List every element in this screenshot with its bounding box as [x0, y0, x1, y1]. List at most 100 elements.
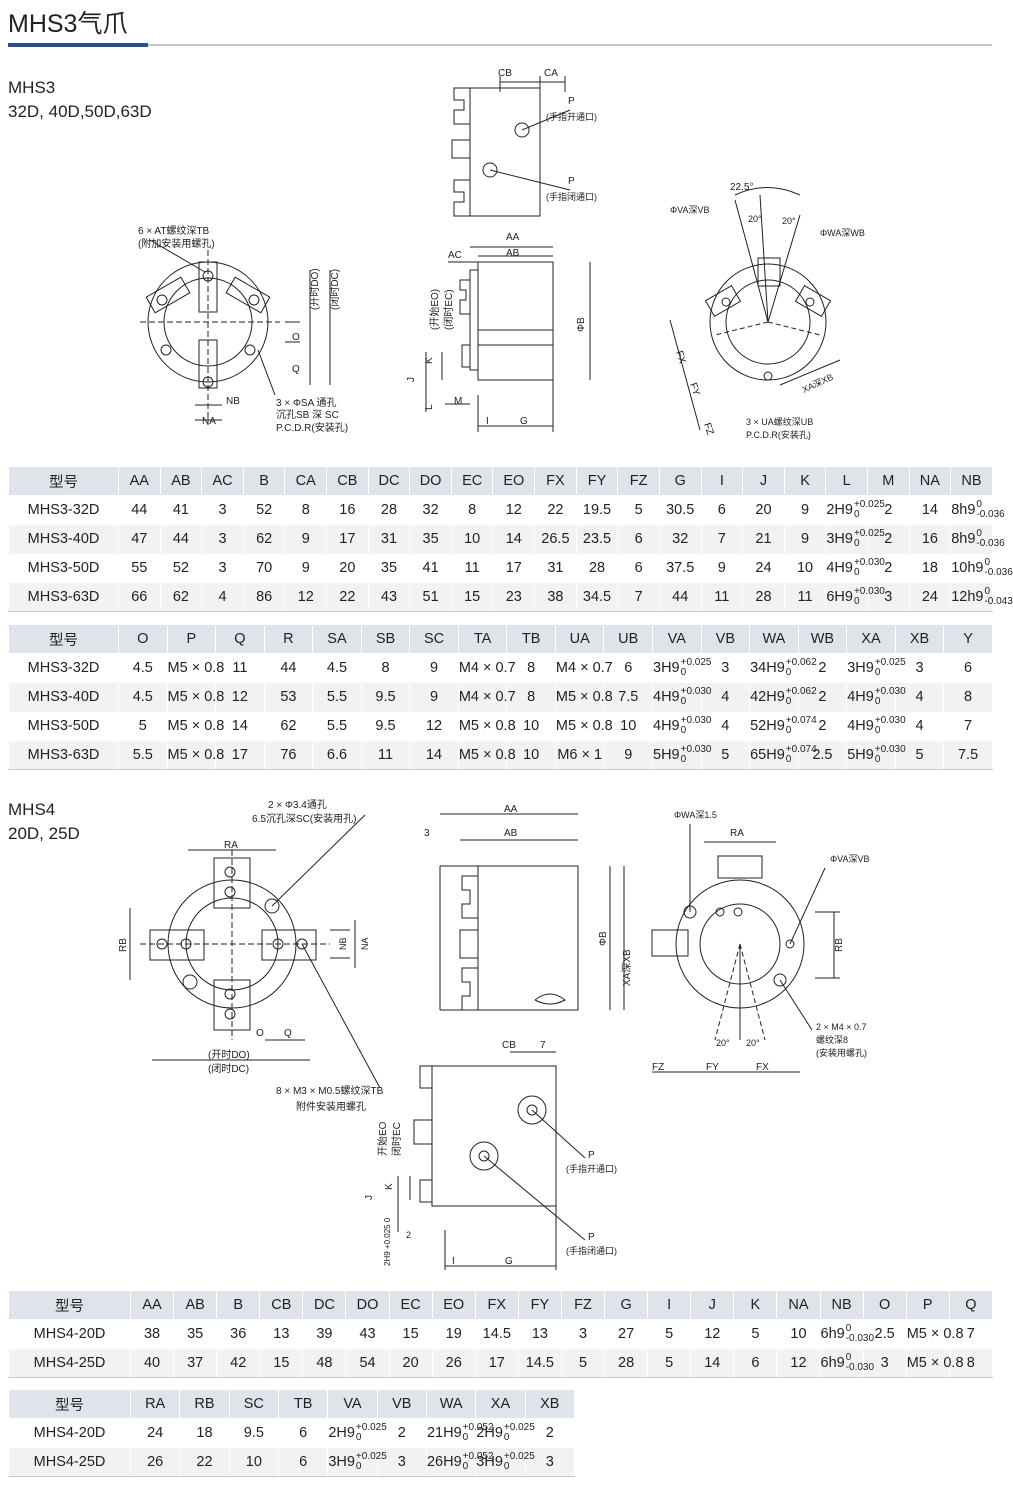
dim-ec: 闭时EC	[390, 1122, 403, 1156]
table-cell: 17	[215, 740, 265, 770]
table-cell: 9.5	[228, 1418, 279, 1448]
tolerance-upper: +0.030	[853, 585, 885, 597]
table-cell: 5	[894, 740, 945, 770]
table-cell: M5 × 0.8	[457, 711, 516, 741]
tolerance-base: 12h9	[951, 588, 984, 605]
dim-o: O	[292, 332, 300, 343]
dim-k: K	[424, 357, 435, 364]
table-cell: 28	[575, 553, 619, 583]
table-cell: 86	[242, 582, 286, 612]
table-cell: M5 × 0.8	[457, 740, 516, 770]
table-cell: 70	[242, 553, 286, 583]
table-cell: 12	[215, 682, 265, 712]
table-cell: 10	[783, 553, 827, 583]
tolerance-base: 8h9	[951, 502, 976, 519]
table-header-cell: EC	[450, 466, 494, 496]
tolerance-upper: +0.030	[874, 686, 906, 697]
table-cell: 2	[797, 682, 848, 712]
m4-note-3: (安装用螺孔)	[816, 1047, 867, 1058]
table-cell: 22	[179, 1447, 230, 1477]
table-cell: 43	[367, 582, 411, 612]
table-cell: 55	[118, 553, 161, 583]
tolerance-base: 4H9	[847, 717, 874, 734]
table-row: MHS4-20D24189.562H9+0.0250221H9+0.05202H…	[8, 1418, 575, 1448]
table-cell: 3	[524, 1447, 575, 1477]
table-header-cell: B	[216, 1290, 261, 1320]
mhs3-front-view	[140, 239, 331, 425]
table-cell: 16	[908, 524, 952, 554]
table-cell: 18	[908, 553, 952, 583]
table-cell: 32	[409, 495, 452, 525]
table-cell: 6	[617, 524, 660, 554]
table-header-cell: G	[658, 466, 702, 496]
table-cell: 7.5	[603, 682, 654, 712]
table-cell: 9	[409, 653, 459, 683]
table-cell: 44	[658, 582, 702, 612]
table-header-cell: FZ	[560, 1290, 606, 1320]
tolerance-upper: 0	[984, 557, 991, 568]
table-cell: 8	[506, 682, 556, 712]
table-header-cell: XB	[894, 624, 945, 654]
table-cell: M5 × 0.8	[166, 653, 224, 683]
table-header-cell: VB	[376, 1389, 427, 1419]
tolerance-lower: 0	[680, 667, 687, 679]
p-close-note: (手指闭通口)	[546, 191, 597, 202]
table-cell: 6.6	[312, 740, 362, 770]
mhs4-hole-note-2: 6.5沉孔深SC(安装用孔)	[252, 812, 356, 825]
table-cell: 18	[179, 1418, 230, 1448]
table-cell: 32	[658, 524, 702, 554]
table-cell: 9	[783, 524, 827, 554]
tolerance-upper: +0.074	[785, 715, 817, 726]
table-cell: MHS4-20D	[8, 1418, 131, 1448]
dim-aa: AA	[506, 232, 520, 243]
tolerance-lower: 0	[853, 567, 860, 578]
tolerance-upper: 0	[845, 1323, 852, 1335]
table-header-cell: UA	[554, 624, 605, 654]
table-cell: 44	[263, 653, 314, 683]
table-cell: 13	[517, 1319, 562, 1349]
dim-do: (开时DO)	[208, 1049, 250, 1061]
tolerance-upper: 0	[976, 499, 982, 511]
table-cell: 10	[506, 740, 556, 770]
mhs4-side-view	[439, 813, 625, 1011]
table-cell: 54	[345, 1348, 390, 1378]
table-header-cell: EC	[388, 1290, 433, 1320]
table-cell: 66	[118, 582, 161, 612]
table-cell: 12	[409, 711, 459, 741]
table-cell: 4.5	[118, 682, 168, 712]
table-cell: 10	[450, 524, 494, 554]
table-cell: 13	[259, 1319, 304, 1349]
tolerance-lower: 0	[874, 725, 881, 736]
tolerance-upper: 0	[984, 585, 991, 597]
table-cell: 10	[506, 711, 556, 741]
table-cell: M5 × 0.8	[166, 711, 224, 741]
table-header-cell: NA	[908, 466, 952, 496]
table-cell: 21H9+0.0520	[425, 1418, 494, 1448]
table-header-cell: XA	[475, 1389, 526, 1419]
dim-ab: AB	[506, 248, 520, 259]
table-cell: 11	[360, 740, 411, 770]
table-cell: 4.5	[118, 653, 168, 683]
angle-20-a: 20°	[716, 1038, 730, 1048]
table-cell: 37.5	[658, 553, 702, 583]
table-cell: M4 × 0.7	[554, 653, 613, 683]
table-cell: 5.5	[312, 711, 362, 741]
table-header-cell: FZ	[617, 466, 660, 496]
dim-fy: FY	[687, 382, 702, 398]
table-header-cell: G	[604, 1290, 649, 1320]
p-open-note: (手指开通口)	[546, 111, 597, 122]
dim-g: G	[520, 416, 528, 427]
tolerance-base: 65H9	[750, 746, 785, 763]
table-header-cell: XA	[846, 624, 896, 654]
table-cell: 24	[129, 1418, 181, 1448]
table-cell: 7	[943, 711, 993, 741]
